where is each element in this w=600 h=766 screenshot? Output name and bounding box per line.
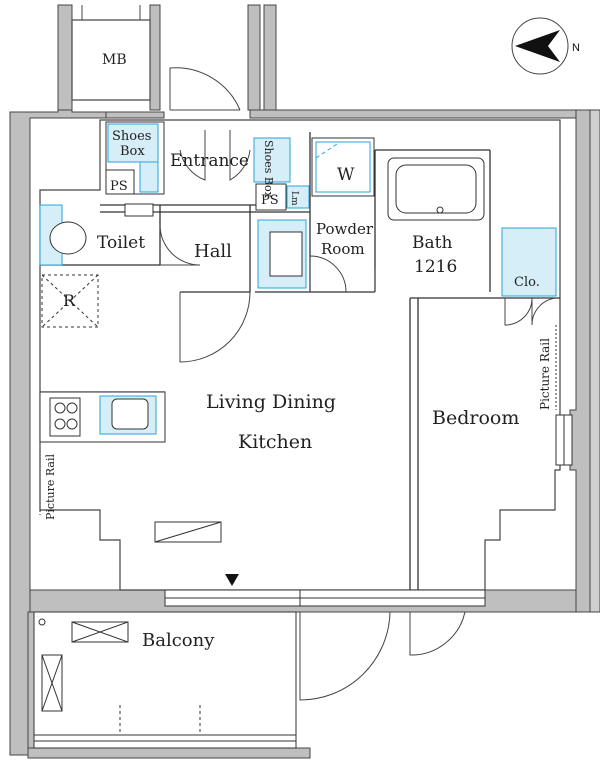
label-entrance: Entrance [170, 151, 249, 171]
shoes-box-right [253, 137, 310, 211]
label-shoes-box-left-1: Shoes [112, 129, 151, 144]
compass-icon: N [511, 17, 580, 75]
unit-interior [39, 119, 561, 591]
label-bedroom: Bedroom [432, 407, 519, 429]
label-ps-left: PS [110, 179, 128, 194]
washer-space [311, 137, 375, 197]
wash-basin [257, 219, 307, 289]
label-ps-right: PS [261, 193, 279, 208]
label-bath-2: 1216 [414, 257, 457, 277]
shoes-box-left [105, 121, 165, 195]
mb-room [71, 5, 151, 101]
label-balcony: Balcony [142, 630, 215, 651]
windows [164, 414, 573, 607]
label-powder-room-1: Powder [316, 220, 374, 238]
label-mb: MB [102, 52, 127, 68]
compass-label: N [572, 42, 580, 54]
label-toilet: Toilet [97, 233, 145, 253]
label-washer: W [337, 165, 355, 185]
label-shoes-box-left-2: Box [120, 144, 145, 159]
entrance-door[interactable] [169, 67, 241, 111]
toilet-fixture [39, 203, 154, 266]
label-refrigerator: R [63, 291, 76, 310]
label-bath-1: Bath [412, 233, 452, 253]
label-laundry-mark: Lm [289, 191, 299, 206]
picture-rail-lines [39, 325, 557, 515]
label-ldk-2: Kitchen [238, 431, 312, 453]
label-hall: Hall [194, 241, 232, 262]
refrigerator-space [41, 274, 99, 328]
doors[interactable] [159, 130, 557, 701]
main-entry-marker [225, 574, 239, 586]
room-labels: MB Shoes Box Entrance Shoes Box PS PS Lm… [44, 52, 552, 651]
label-shoes-box-right: Shoes Box [262, 140, 275, 199]
label-powder-room-2: Room [321, 240, 365, 258]
ac-unit [154, 521, 222, 543]
closet [501, 227, 557, 297]
balcony-area [33, 611, 297, 749]
kitchen-counter [39, 391, 166, 443]
bathtub [387, 157, 485, 221]
label-closet: Clo. [514, 275, 540, 290]
label-picture-rail-right: Picture Rail [538, 338, 552, 410]
label-ldk-1: Living Dining [206, 391, 336, 413]
label-picture-rail-left: Picture Rail [44, 454, 57, 520]
